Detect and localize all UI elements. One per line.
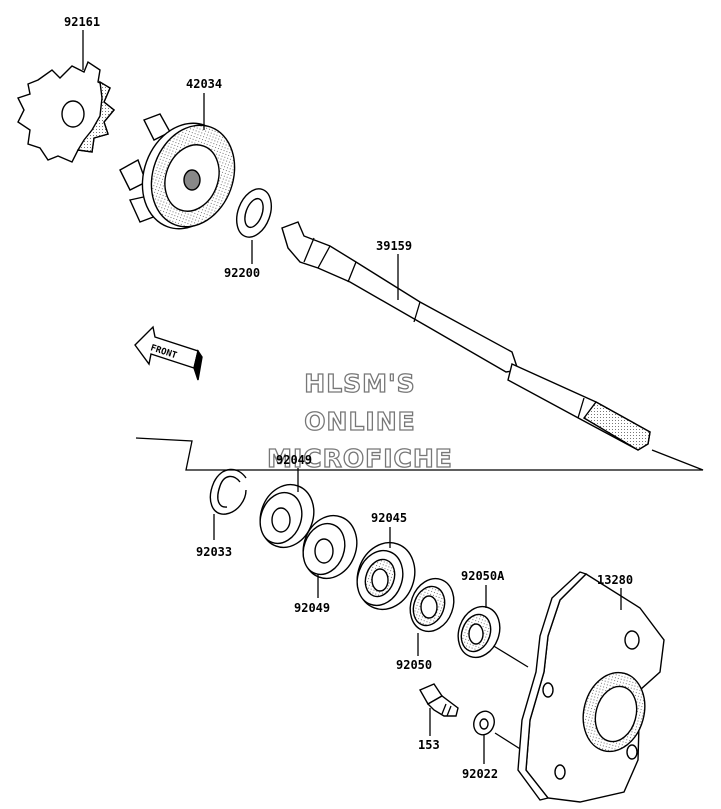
bearing-holder-plate-part[interactable] [517,571,665,803]
coupling-damper-part[interactable] [17,60,115,163]
ball-bearing-part[interactable] [348,534,424,617]
front-arrow: FRONT [134,325,203,381]
drive-shaft-part[interactable] [281,221,651,451]
washer-part[interactable] [230,184,277,242]
oil-seal-part[interactable] [403,572,461,637]
label-92022[interactable]: 92022 [462,767,498,781]
label-92049-upper[interactable]: 92049 [276,453,312,467]
label-39159[interactable]: 39159 [376,239,412,253]
oil-seal-upper-part[interactable] [252,477,323,555]
label-92033[interactable]: 92033 [196,545,232,559]
oil-seal-lower-part[interactable] [295,508,366,586]
watermark-line-2: ONLINE [304,407,415,436]
label-153[interactable]: 153 [418,738,440,752]
coupling-hub-part[interactable] [119,111,248,241]
circlip-part[interactable] [209,468,247,515]
watermark-line-1: HLSM'S [304,369,415,398]
watermark: HLSM'S ONLINE MICROFICHE [266,368,452,473]
label-92050[interactable]: 92050 [396,658,432,672]
leader-lines [82,30,622,764]
label-92050a[interactable]: 92050A [461,569,505,583]
grease-nipple-part[interactable] [419,683,459,717]
washer-small-part[interactable] [470,708,497,737]
oil-seal-a-part[interactable] [451,601,506,664]
label-13280[interactable]: 13280 [597,573,633,587]
label-92049-lower[interactable]: 92049 [294,601,330,615]
label-92045[interactable]: 92045 [371,511,407,525]
label-92200[interactable]: 92200 [224,266,260,280]
part-labels: 92161 42034 92200 39159 92049 92033 9204… [64,15,633,781]
label-42034[interactable]: 42034 [186,77,222,91]
label-92161[interactable]: 92161 [64,15,100,29]
